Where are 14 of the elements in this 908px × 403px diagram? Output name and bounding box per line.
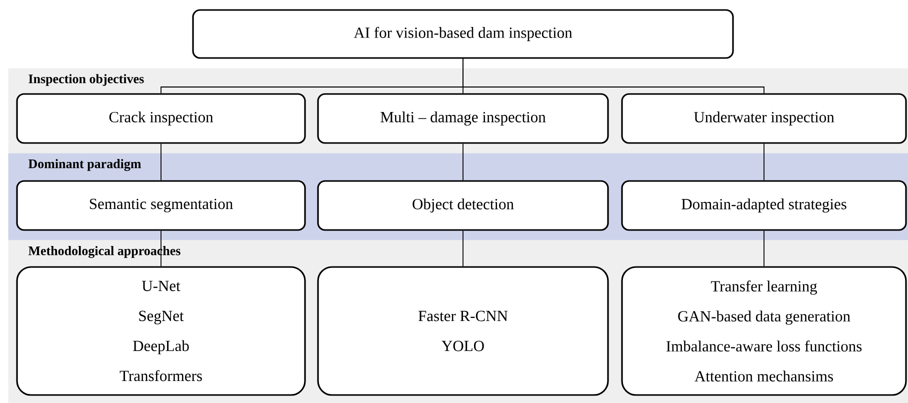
connector-line [462, 143, 464, 181]
process-box: Object detection [317, 180, 609, 231]
process-box: Multi – damage inspection [317, 93, 609, 144]
connector-line [462, 58, 764, 94]
item-list-box: Transfer learning GAN-based data generation Imbalance-aware loss functions Attention mechansims [621, 266, 907, 396]
process-box: AI for vision-based dam inspection [192, 9, 734, 59]
process-box: Domain-adapted strategies [621, 180, 907, 231]
process-box: Underwater inspection [621, 93, 907, 144]
item-list-box: Faster R-CNN YOLO [317, 266, 609, 396]
item-list-box: U-Net SegNet DeepLab Transformers [16, 266, 306, 396]
process-box: Crack inspection [16, 93, 306, 144]
process-box: Semantic segmentation [16, 180, 306, 231]
connector-line [462, 230, 464, 267]
connector-line [160, 143, 162, 181]
